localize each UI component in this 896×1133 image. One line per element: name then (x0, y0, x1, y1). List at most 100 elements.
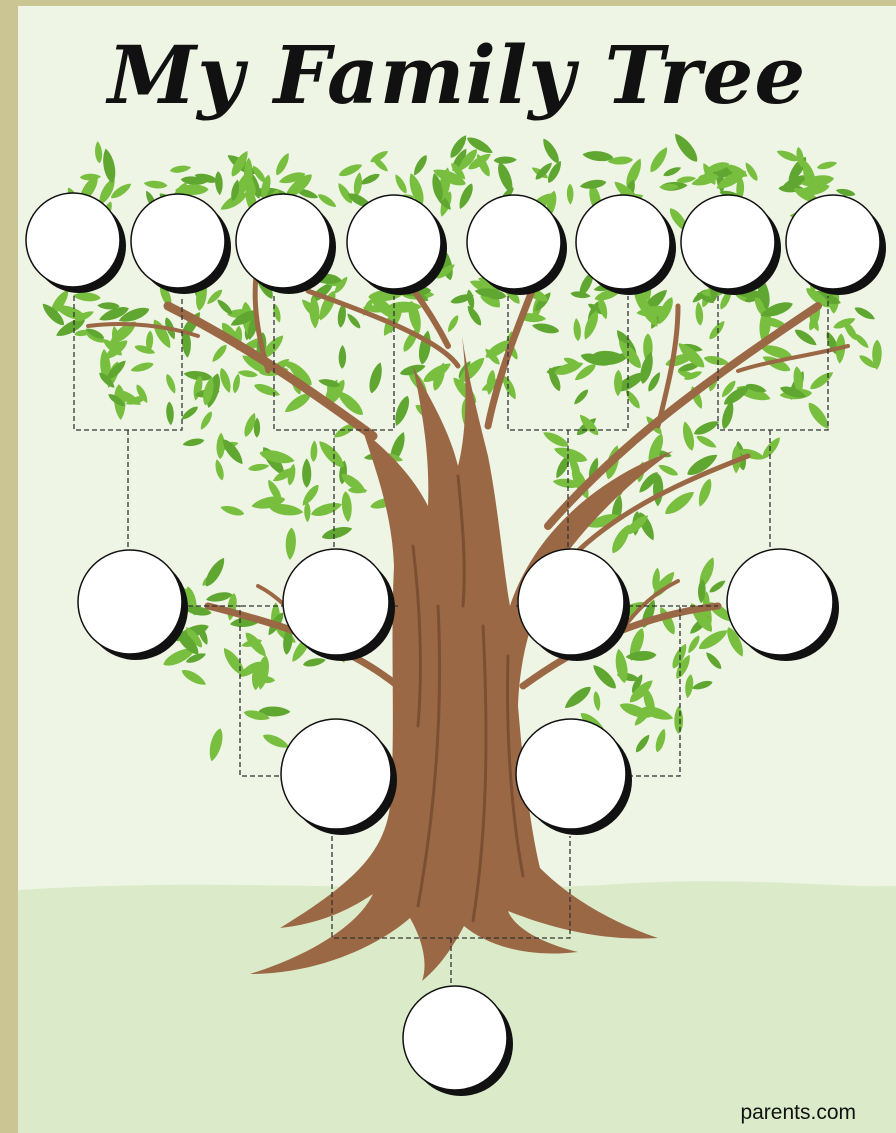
leaf-icon (220, 645, 248, 678)
leaf-icon (302, 458, 311, 487)
leaf-icon (338, 345, 346, 369)
leaf-icon (540, 136, 563, 165)
leaf-icon (213, 458, 225, 481)
portrait-slot-face (403, 986, 507, 1090)
leaf-icon (214, 171, 223, 195)
leaf-icon (545, 159, 564, 185)
leaf-icon (686, 634, 702, 655)
leaf-icon (446, 314, 461, 334)
leaf-icon (647, 145, 671, 175)
portrait-slot-face (283, 549, 389, 655)
leaf-icon (456, 182, 476, 211)
portrait-slot-face (681, 195, 775, 289)
portrait-slot-circle (347, 195, 447, 295)
portrait-slot-circle (131, 194, 231, 294)
leaf-icon (309, 499, 343, 519)
leaf-icon (793, 327, 819, 349)
leaf-icon (253, 381, 282, 399)
leaf-icon (456, 354, 489, 387)
leaf-icon (653, 728, 668, 754)
leaf-icon (567, 184, 574, 205)
leaf-icon (592, 691, 601, 712)
leaf-icon (100, 148, 117, 184)
leaf-icon (367, 361, 386, 395)
leaf-icon (531, 321, 560, 335)
leaf-icon (393, 173, 410, 195)
portrait-slot-circle (518, 549, 630, 661)
portrait-slot-face (26, 193, 120, 287)
leaf-icon (261, 731, 291, 751)
portrait-slot-face (281, 719, 391, 829)
leaf-icon (232, 373, 242, 394)
portrait-slot-face (131, 194, 225, 288)
leaf-icon (633, 733, 652, 755)
leaf-icon (707, 319, 728, 342)
tree-scene (18, 6, 896, 1133)
leaf-icon (143, 180, 167, 190)
leaf-icon (285, 527, 297, 560)
leaf-icon (299, 482, 321, 508)
portrait-slot-face (236, 194, 330, 288)
leaf-icon (206, 727, 225, 763)
leaf-icon (304, 502, 311, 522)
leaf-icon (164, 373, 178, 395)
leaf-icon (302, 656, 326, 668)
source-credit: parents.com (740, 1101, 856, 1125)
portrait-slot-circle (681, 195, 781, 295)
leaf-icon (853, 305, 877, 322)
leaf-icon (335, 181, 355, 205)
leaf-icon (674, 706, 683, 734)
portrait-slot-circle (281, 719, 397, 835)
leaf-icon (310, 440, 318, 462)
tree-trunk (250, 336, 673, 981)
leaf-icon (237, 369, 258, 378)
leaf-icon (180, 667, 209, 689)
portrait-slot-face (467, 195, 561, 289)
leaf-icon (94, 141, 103, 164)
portrait-slot-face (576, 195, 670, 289)
leaf-icon (129, 360, 154, 374)
leaf-icon (320, 524, 353, 542)
leaf-icon (695, 433, 718, 450)
leaf-icon (657, 462, 680, 478)
leaf-icon (684, 674, 695, 699)
leaf-icon (816, 160, 838, 171)
leaf-icon (134, 343, 157, 356)
leaf-icon (202, 555, 229, 589)
leaf-icon (662, 165, 682, 178)
portrait-slot-circle (727, 549, 839, 661)
leaf-icon (215, 297, 234, 316)
leaf-icon (671, 130, 702, 165)
leaf-icon (708, 578, 728, 595)
leaf-icon (272, 303, 283, 323)
page-title: My Family Tree (18, 20, 896, 130)
portrait-slot-face (516, 719, 626, 829)
leaf-icon (590, 662, 620, 692)
leaf-icon (692, 418, 721, 438)
portrait-slot-face (347, 195, 441, 289)
portrait-slot-circle (78, 550, 188, 660)
family-tree-poster: My Family Tree parents.com (18, 6, 896, 1133)
leaf-icon (316, 192, 338, 210)
leaf-icon (541, 429, 571, 450)
leaf-icon (248, 462, 270, 472)
portrait-slot-face (518, 549, 624, 655)
leaf-icon (808, 369, 836, 393)
leaf-icon (273, 151, 292, 177)
leaf-icon (562, 683, 594, 712)
leaf-icon (219, 503, 245, 517)
leaf-icon (493, 156, 517, 164)
leaf-icon (411, 153, 430, 177)
leaf-icon (623, 388, 642, 411)
portrait-slot-circle (516, 719, 632, 835)
leaf-icon (695, 477, 714, 508)
leaf-icon (680, 420, 696, 452)
leaf-icon (359, 171, 382, 187)
leaf-icon (169, 164, 191, 174)
portrait-slot-face (786, 195, 880, 289)
leaf-icon (696, 626, 731, 653)
leaf-icon (572, 387, 590, 406)
tree-branch (548, 306, 818, 526)
leaf-icon (182, 437, 205, 448)
leaf-icon (315, 437, 347, 471)
